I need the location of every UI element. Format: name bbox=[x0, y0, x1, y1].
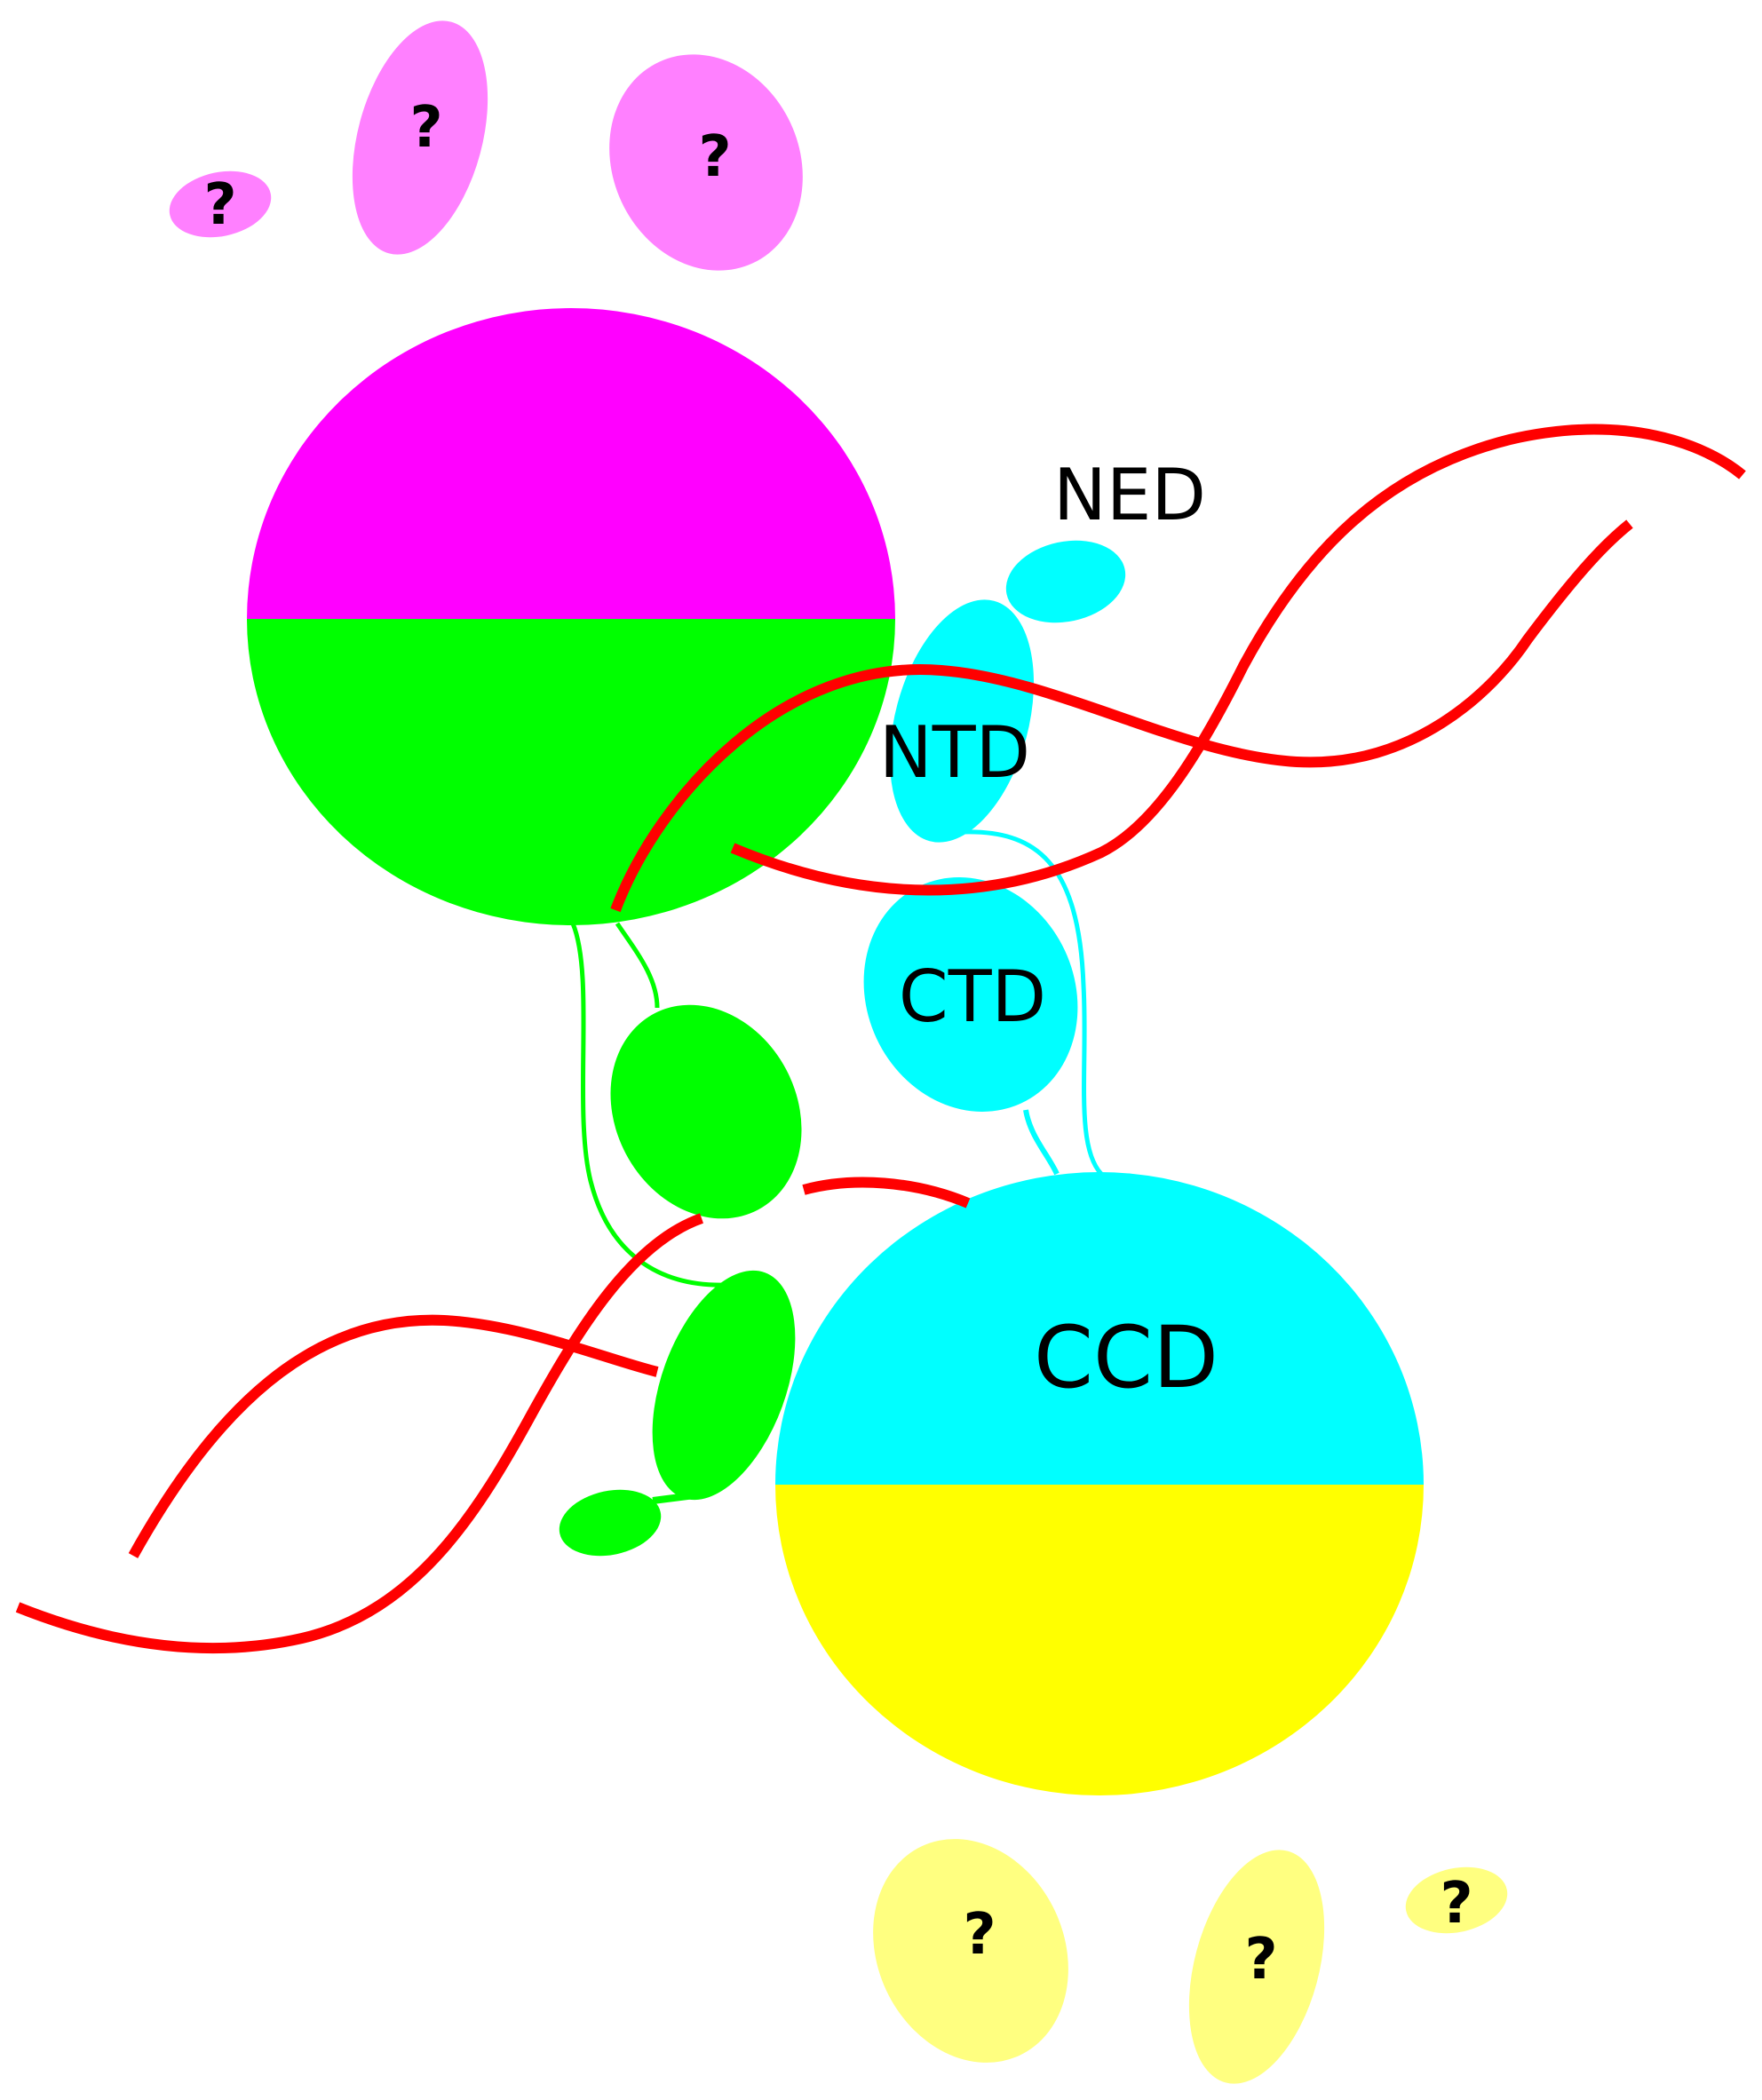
unknown-label-top-middle: ? bbox=[409, 95, 442, 161]
unknown-blob-top-small bbox=[169, 170, 272, 238]
unknown-label-bottom-middle: ? bbox=[1244, 1927, 1277, 1993]
cyan-linker-outer bbox=[963, 829, 1103, 1176]
ctd-domain bbox=[863, 877, 1078, 1112]
green-domain-large bbox=[610, 1004, 802, 1219]
unknown-blob-bottom-middle bbox=[1188, 1850, 1325, 2084]
circle-bottom-half-yellow bbox=[775, 1485, 1424, 1795]
unknown-label-bottom-small: ? bbox=[1440, 1871, 1472, 1937]
domain-circle-ccd bbox=[775, 1172, 1424, 1795]
unknown-partners-top: ? ? ? bbox=[169, 20, 803, 271]
unknown-partners-bottom: ? ? ? bbox=[873, 1839, 1508, 2084]
ned-label: NED bbox=[1053, 454, 1206, 536]
green-linker-inner bbox=[615, 922, 660, 1009]
green-domains bbox=[559, 1004, 802, 1557]
dna-strand-upper-b bbox=[610, 519, 1633, 913]
dna-strand-lower-a bbox=[128, 1314, 659, 1558]
ntd-domain bbox=[889, 599, 1035, 843]
domain-circle-magenta-green bbox=[247, 308, 895, 925]
circle-bottom-half-green bbox=[247, 619, 895, 925]
dna-strand-lower-c bbox=[802, 1177, 971, 1208]
cyan-domains bbox=[863, 540, 1126, 1112]
green-domain-small bbox=[559, 1489, 662, 1557]
ntd-label: NTD bbox=[879, 711, 1030, 794]
circle-top-half-cyan bbox=[775, 1172, 1424, 1485]
ccd-label: CCD bbox=[1034, 1308, 1218, 1407]
unknown-blob-top-middle bbox=[352, 20, 488, 255]
ned-domain bbox=[1005, 540, 1126, 623]
unknown-blob-bottom-small bbox=[1405, 1866, 1508, 1934]
dna-strands bbox=[15, 424, 1746, 1654]
linkers bbox=[570, 829, 1103, 1504]
dna-strand-upper-a bbox=[730, 424, 1746, 896]
dna-strand-lower-b bbox=[15, 1213, 704, 1654]
unknown-label-top-small: ? bbox=[203, 172, 236, 238]
ctd-label: CTD bbox=[899, 955, 1046, 1038]
cyan-linker-inner bbox=[1023, 1109, 1060, 1176]
green-domain-medium bbox=[652, 1270, 796, 1501]
unknown-blob-bottom-left bbox=[873, 1839, 1068, 2063]
green-linker-outer bbox=[570, 923, 729, 1288]
circle-top-half-magenta bbox=[247, 308, 895, 619]
unknown-blob-top-right bbox=[609, 54, 803, 271]
unknown-label-top-right: ? bbox=[698, 124, 731, 190]
unknown-label-bottom-left: ? bbox=[963, 1902, 996, 1968]
